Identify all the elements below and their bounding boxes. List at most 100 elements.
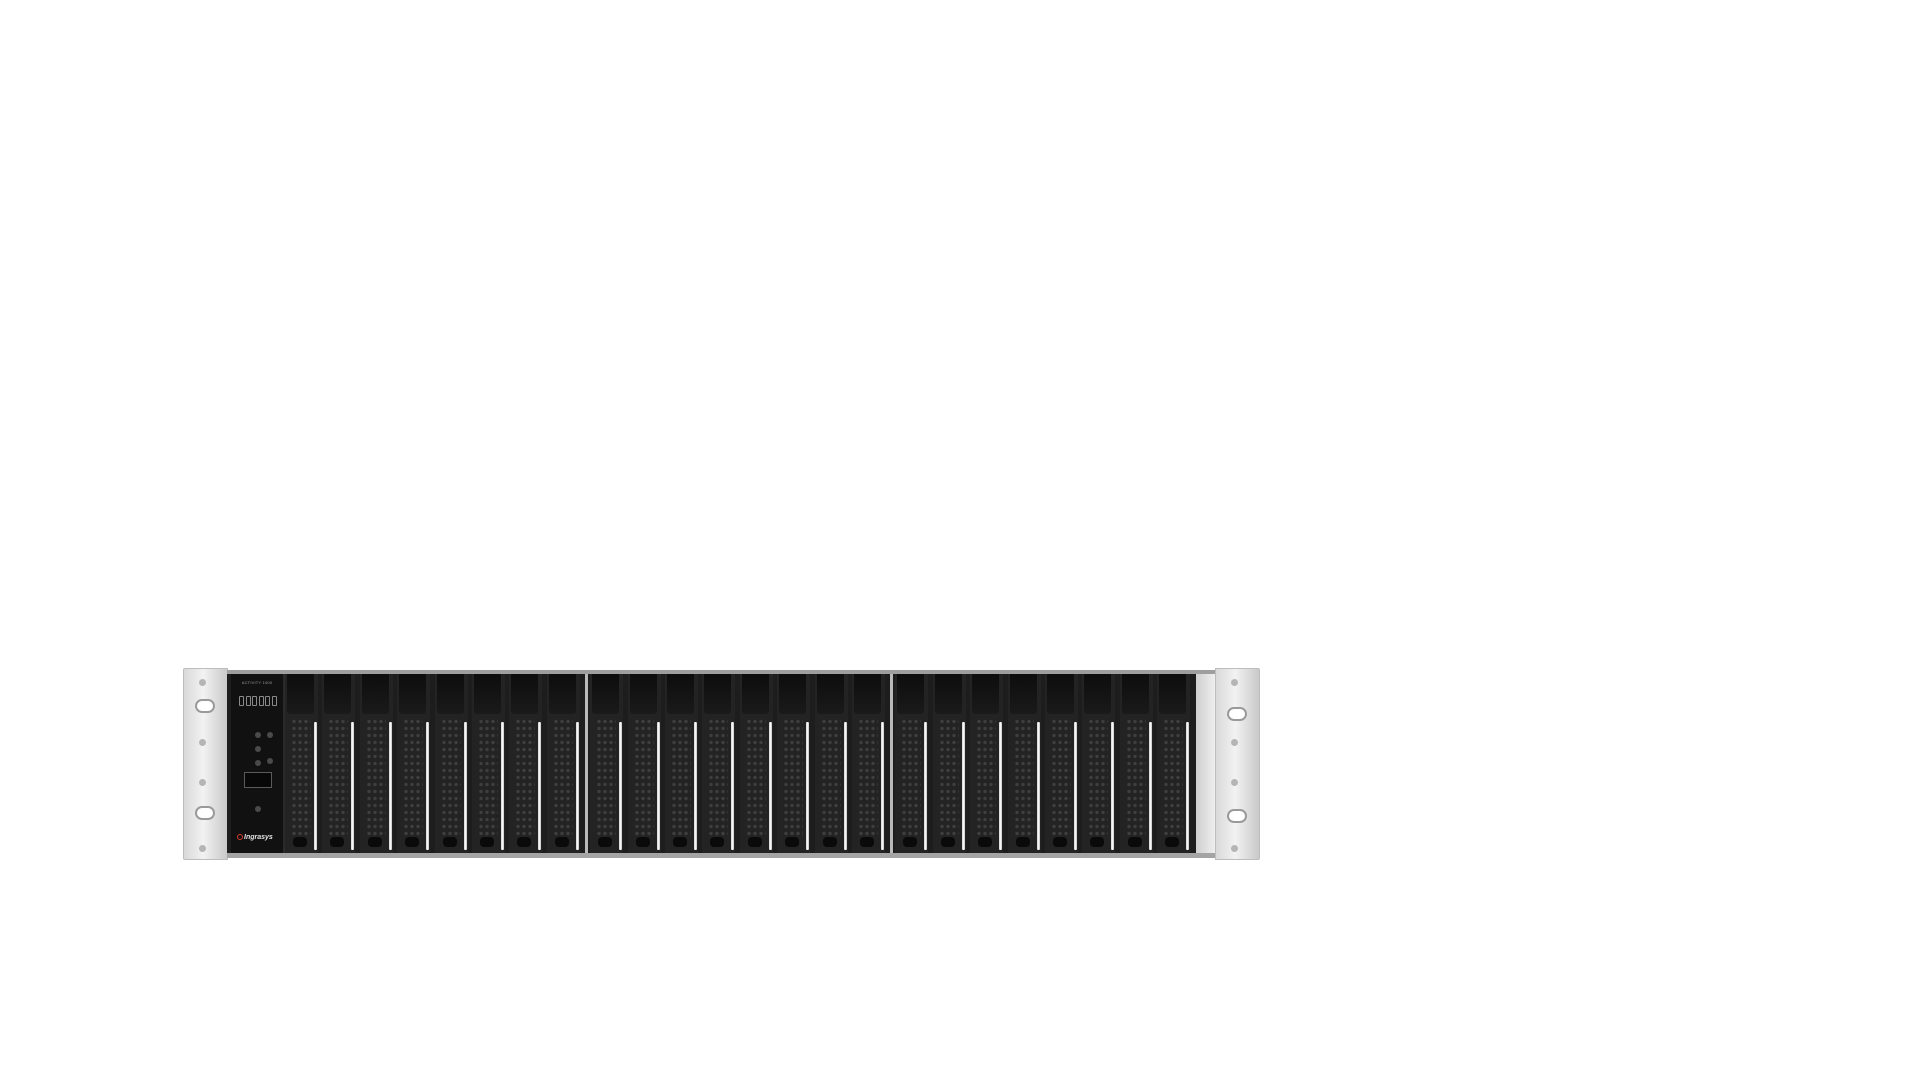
drive-handle-icon xyxy=(1015,837,1030,847)
indicator-icon xyxy=(255,806,261,812)
drive-bay xyxy=(1007,674,1041,853)
panel-label: ACTIVITY 1000 xyxy=(241,680,273,685)
bay-group-divider xyxy=(585,674,589,853)
vent-pattern xyxy=(1051,718,1071,838)
vent-pattern xyxy=(291,718,311,838)
drive-rail xyxy=(694,722,697,850)
status-led-icon xyxy=(271,696,277,706)
drive-handle-icon xyxy=(442,837,457,847)
drive-rail xyxy=(426,722,430,850)
drive-latch-icon xyxy=(474,674,501,714)
drive-rail xyxy=(999,722,1003,850)
drive-bay xyxy=(702,674,736,853)
drive-handle-icon xyxy=(635,837,650,847)
drive-bay xyxy=(665,674,698,853)
drive-latch-icon xyxy=(1084,674,1112,714)
screw-icon xyxy=(1231,845,1238,852)
drive-rail xyxy=(843,722,847,850)
drive-rail xyxy=(881,722,884,850)
drive-rail xyxy=(314,722,317,850)
drive-bay xyxy=(627,674,661,853)
vent-pattern xyxy=(478,718,498,838)
status-led-icon xyxy=(245,696,251,706)
reset-button-icon xyxy=(255,760,261,766)
vent-pattern xyxy=(596,718,617,838)
screw-icon xyxy=(1231,739,1238,746)
drive-latch-icon xyxy=(1047,674,1074,714)
bay-group-divider xyxy=(890,674,894,853)
drive-latch-icon xyxy=(816,674,844,714)
drive-rail xyxy=(1074,722,1077,850)
drive-rail xyxy=(961,722,965,850)
vent-pattern xyxy=(552,718,573,838)
chassis-end-cap xyxy=(1196,674,1216,853)
drive-bay xyxy=(1082,674,1116,853)
vent-pattern xyxy=(976,718,997,838)
usb-port xyxy=(244,772,272,788)
drive-rail xyxy=(463,722,467,850)
drive-latch-icon xyxy=(399,674,427,714)
drive-handle-icon xyxy=(978,837,993,847)
drive-handle-icon xyxy=(367,837,382,847)
rack-ear-right xyxy=(1215,668,1260,860)
drive-bay xyxy=(852,674,885,853)
status-led-row xyxy=(239,696,277,708)
drive-handle-icon xyxy=(293,837,307,847)
drive-rail xyxy=(351,722,355,850)
drive-latch-icon xyxy=(897,674,925,714)
drive-bay xyxy=(322,674,356,853)
vent-pattern xyxy=(820,718,841,838)
vent-pattern xyxy=(440,718,461,838)
status-light-icon xyxy=(267,758,273,764)
vent-pattern xyxy=(783,718,804,838)
vent-pattern xyxy=(671,718,691,838)
vent-pattern xyxy=(745,718,766,838)
brand-logo: Ingrasys xyxy=(237,834,273,841)
drive-rail xyxy=(575,722,579,850)
vent-pattern xyxy=(858,718,878,838)
status-led-icon xyxy=(265,696,271,706)
vent-pattern xyxy=(633,718,654,838)
drive-latch-icon xyxy=(779,674,807,714)
screw-icon xyxy=(199,779,206,786)
brand-logo-text: Ingrasys xyxy=(244,834,273,841)
drive-latch-icon xyxy=(629,674,657,714)
drive-latch-icon xyxy=(436,674,464,714)
vent-pattern xyxy=(515,718,536,838)
drive-rail xyxy=(501,722,504,850)
drive-handle-icon xyxy=(822,837,837,847)
brand-mark-icon xyxy=(237,834,243,840)
vent-pattern xyxy=(1163,718,1184,838)
status-light-icon xyxy=(267,732,273,738)
drive-rail xyxy=(1036,722,1040,850)
drive-latch-icon xyxy=(361,674,389,714)
drive-latch-icon xyxy=(287,674,314,714)
vent-pattern xyxy=(1125,718,1146,838)
drive-handle-icon xyxy=(710,837,725,847)
drive-bay xyxy=(590,674,624,853)
drive-handle-icon xyxy=(940,837,955,847)
drive-bay xyxy=(739,674,773,853)
drive-latch-icon xyxy=(548,674,576,714)
drive-rail xyxy=(924,722,928,850)
drive-handle-icon xyxy=(598,837,613,847)
drive-handle-icon xyxy=(1090,837,1105,847)
drive-latch-icon xyxy=(934,674,962,714)
drive-handle-icon xyxy=(1165,837,1180,847)
drive-rail xyxy=(538,722,542,850)
screw-icon xyxy=(1231,779,1238,786)
drive-handle-icon xyxy=(903,837,918,847)
drive-bay xyxy=(1119,674,1153,853)
screw-icon xyxy=(199,845,206,852)
drive-rail xyxy=(1111,722,1115,850)
vent-pattern xyxy=(938,718,959,838)
drive-bay xyxy=(285,674,318,853)
drive-bay xyxy=(472,674,505,853)
power-button-icon xyxy=(255,732,261,738)
drive-handle-icon xyxy=(554,837,569,847)
drive-handle-icon xyxy=(860,837,874,847)
rack-server-2u: ACTIVITY 1000 Ingrasys xyxy=(183,668,1260,860)
control-panel: ACTIVITY 1000 Ingrasys xyxy=(231,674,285,853)
drive-latch-icon xyxy=(741,674,769,714)
